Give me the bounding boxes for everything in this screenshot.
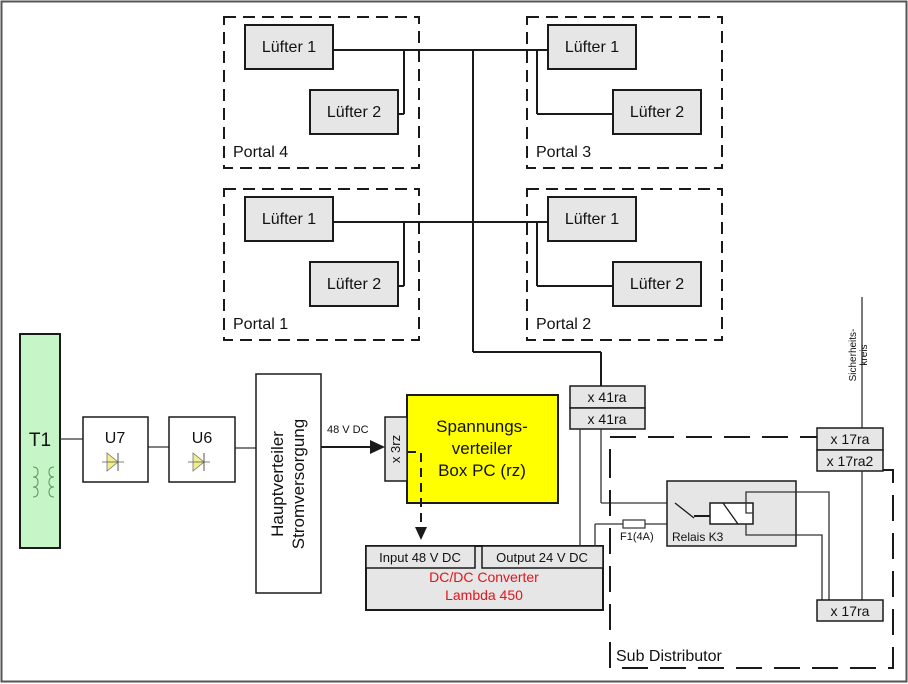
- connector-x17ra-bottom-label: x 17ra: [831, 603, 870, 619]
- fan-2-box: [309, 89, 399, 135]
- connector-x3rz-label: x 3rz: [388, 435, 403, 463]
- fan-2-box: [309, 261, 399, 307]
- fan-1-label: Lüfter 1: [262, 39, 316, 56]
- fan-1-box: [547, 24, 637, 70]
- fan-1-label: Lüfter 1: [565, 211, 619, 228]
- dashed-feed-arrow: [407, 451, 427, 540]
- transformer-t1: T1: [19, 333, 61, 549]
- fuse-icon: [622, 519, 646, 529]
- portal-label: Portal 2: [536, 316, 591, 333]
- fan-2-box: [612, 89, 702, 135]
- main-distributor-line1: Hauptverteiler: [268, 431, 287, 537]
- fan-2-label: Lüfter 2: [327, 276, 381, 293]
- converter-title: DC/DC Converter: [429, 569, 539, 585]
- connector-x41ra-label-1: x 41ra: [588, 389, 627, 405]
- converter-output-label: Output 24 V DC: [496, 550, 588, 565]
- safety-circuit-line1: Sicherheits-: [848, 329, 859, 382]
- diode-icon: [102, 452, 124, 472]
- converter-input-port: [365, 545, 476, 569]
- portal-2: Lüfter 1 Lüfter 2 Portal 2: [526, 188, 723, 341]
- fan-2-box: [612, 261, 702, 307]
- transformer-box: [19, 333, 61, 549]
- rectifier-u7: U7: [82, 416, 149, 483]
- diode-icon: [188, 452, 210, 472]
- main-distributor: Hauptverteiler Stromversorgung: [255, 373, 322, 594]
- rectifier-label: U6: [192, 430, 213, 447]
- converter-input-label: Input 48 V DC: [379, 550, 461, 565]
- relay-switch-icon: [674, 502, 695, 519]
- connector-x3rz: [384, 416, 408, 482]
- converter-output-port: [481, 545, 604, 569]
- fan-1-box: [547, 196, 637, 242]
- fan-1-label: Lüfter 1: [262, 211, 316, 228]
- relay-k3: Relais K3: [666, 480, 830, 600]
- connector-x17ra2-label: x 17ra2: [827, 453, 874, 469]
- box-pc-distributor: Spannungs- verteiler Box PC (rz) x 3rz: [384, 394, 559, 504]
- connector-x17ra-label: x 17ra: [831, 431, 870, 447]
- fan-2-label: Lüfter 2: [630, 104, 684, 121]
- fan-1-box: [244, 24, 334, 70]
- transformer-label: T1: [29, 430, 51, 451]
- sub-distributor-boundary: [609, 436, 894, 669]
- rectifier-wiring: [60, 438, 256, 449]
- fan-2-label: Lüfter 2: [327, 104, 381, 121]
- box-pc-line2: verteiler: [452, 439, 513, 458]
- portal-label: Portal 3: [536, 144, 591, 161]
- fan-1-box: [244, 196, 334, 242]
- portal-label: Portal 4: [233, 144, 288, 161]
- feed-48v-arrow: 48 V DC: [321, 424, 385, 454]
- connector-x41ra: x 41ra x 41ra: [569, 385, 646, 430]
- box-pc-line1: Spannungs-: [436, 417, 528, 436]
- portal-label: Portal 1: [233, 316, 288, 333]
- connector-x17ra-top: x 17ra x 17ra2: [816, 427, 884, 472]
- relay-label: Relais K3: [672, 530, 724, 544]
- box-pc-line3: Box PC (rz): [438, 461, 526, 480]
- safety-circuit-line2: kreis: [859, 344, 870, 365]
- portal-3: Lüfter 1 Lüfter 2 Portal 3: [526, 16, 723, 169]
- transformer-coil-icon: [32, 466, 55, 498]
- sub-distributor-label: Sub Distributor: [616, 648, 722, 665]
- connector-x41ra-label-2: x 41ra: [588, 411, 627, 427]
- portal-1: Lüfter 1 Lüfter 2 Portal 1: [223, 188, 420, 341]
- main-distributor-line2: Stromversorgung: [289, 419, 308, 549]
- fan-1-label: Lüfter 1: [565, 39, 619, 56]
- safety-circuit: Sicherheits- kreis: [848, 297, 870, 600]
- box-pc-box: [406, 394, 559, 504]
- fan-2-label: Lüfter 2: [630, 276, 684, 293]
- fuse-f1: F1(4A): [620, 519, 654, 543]
- feed-label: 48 V DC: [327, 424, 369, 436]
- portal-4: Lüfter 1 Lüfter 2 Portal 4: [223, 16, 420, 169]
- dcdc-converter: Input 48 V DC Output 24 V DC DC/DC Conve…: [365, 545, 604, 611]
- converter-model: Lambda 450: [445, 587, 523, 603]
- connector-x17ra-bottom: x 17ra: [816, 599, 884, 622]
- rectifier-label: U7: [105, 430, 126, 447]
- fuse-label: F1(4A): [620, 531, 654, 543]
- rectifier-u6: U6: [168, 416, 236, 483]
